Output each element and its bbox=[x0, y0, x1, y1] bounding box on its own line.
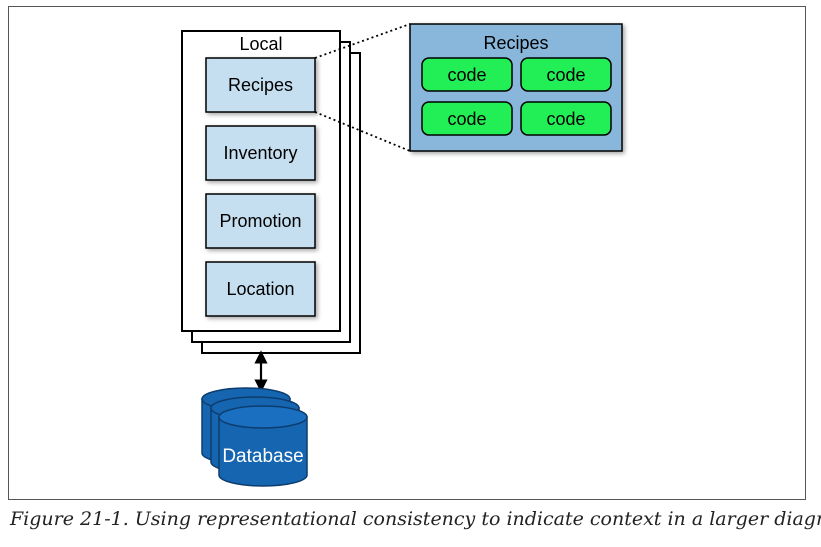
code-block bbox=[421, 57, 513, 92]
figure-caption: Figure 21-1. Using representational cons… bbox=[10, 508, 821, 530]
database-icon bbox=[201, 387, 308, 487]
recipes-zoom-title: Recipes bbox=[483, 33, 548, 53]
zoom-connector-top bbox=[314, 23, 411, 59]
module-recipes-label: Recipes bbox=[228, 75, 293, 95]
code-block-label: code bbox=[447, 65, 486, 85]
module-promotion bbox=[205, 193, 316, 249]
diagram-canvas: Local Recipes Inventory Promotion Locati… bbox=[181, 23, 623, 487]
code-block-label: code bbox=[546, 109, 585, 129]
code-block bbox=[520, 57, 612, 92]
module-inventory bbox=[205, 125, 316, 181]
code-block-label: code bbox=[447, 109, 486, 129]
code-block bbox=[520, 101, 612, 136]
zoom-connector-bottom bbox=[314, 111, 411, 152]
module-location-label: Location bbox=[226, 279, 294, 299]
module-promotion-label: Promotion bbox=[219, 211, 301, 231]
module-location bbox=[205, 261, 316, 317]
local-title: Local bbox=[239, 34, 282, 54]
database-label: Database bbox=[222, 446, 303, 467]
module-recipes bbox=[205, 57, 316, 113]
code-block bbox=[421, 101, 513, 136]
module-inventory-label: Inventory bbox=[223, 143, 297, 163]
figure-frame: Local Recipes Inventory Promotion Locati… bbox=[8, 6, 806, 500]
code-block-label: code bbox=[546, 65, 585, 85]
